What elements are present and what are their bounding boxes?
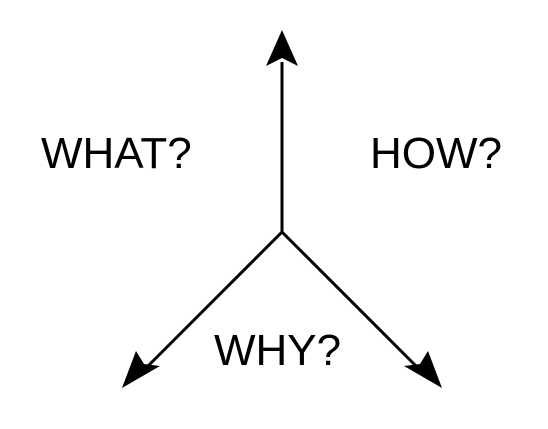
how-label: HOW? (370, 129, 502, 178)
arrow-down-left-head (122, 351, 160, 388)
arrow-up-head (266, 30, 298, 66)
arrow-down-right-head (404, 351, 442, 388)
what-label: WHAT? (41, 129, 192, 178)
why-label: WHY? (214, 326, 342, 375)
arrow-down-left-shaft (146, 230, 284, 368)
arrow-down-right-shaft (280, 230, 418, 368)
